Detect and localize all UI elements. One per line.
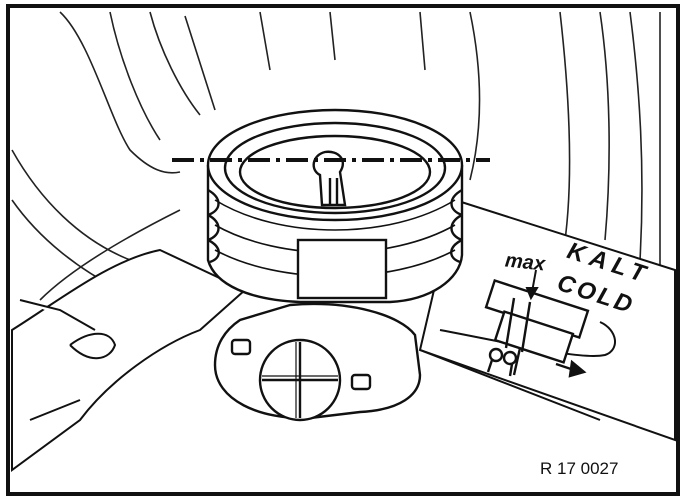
arrow-right-icon <box>555 359 587 378</box>
label-max: max <box>504 249 547 275</box>
figure-code: R 17 0027 <box>540 459 618 478</box>
base-plate <box>11 248 247 472</box>
filler-neck <box>206 108 464 304</box>
background-housing <box>11 11 661 301</box>
level-indicator <box>484 279 590 377</box>
frame-border <box>6 4 680 496</box>
arrow-down-icon <box>525 269 539 301</box>
mounting-tab <box>213 302 422 422</box>
